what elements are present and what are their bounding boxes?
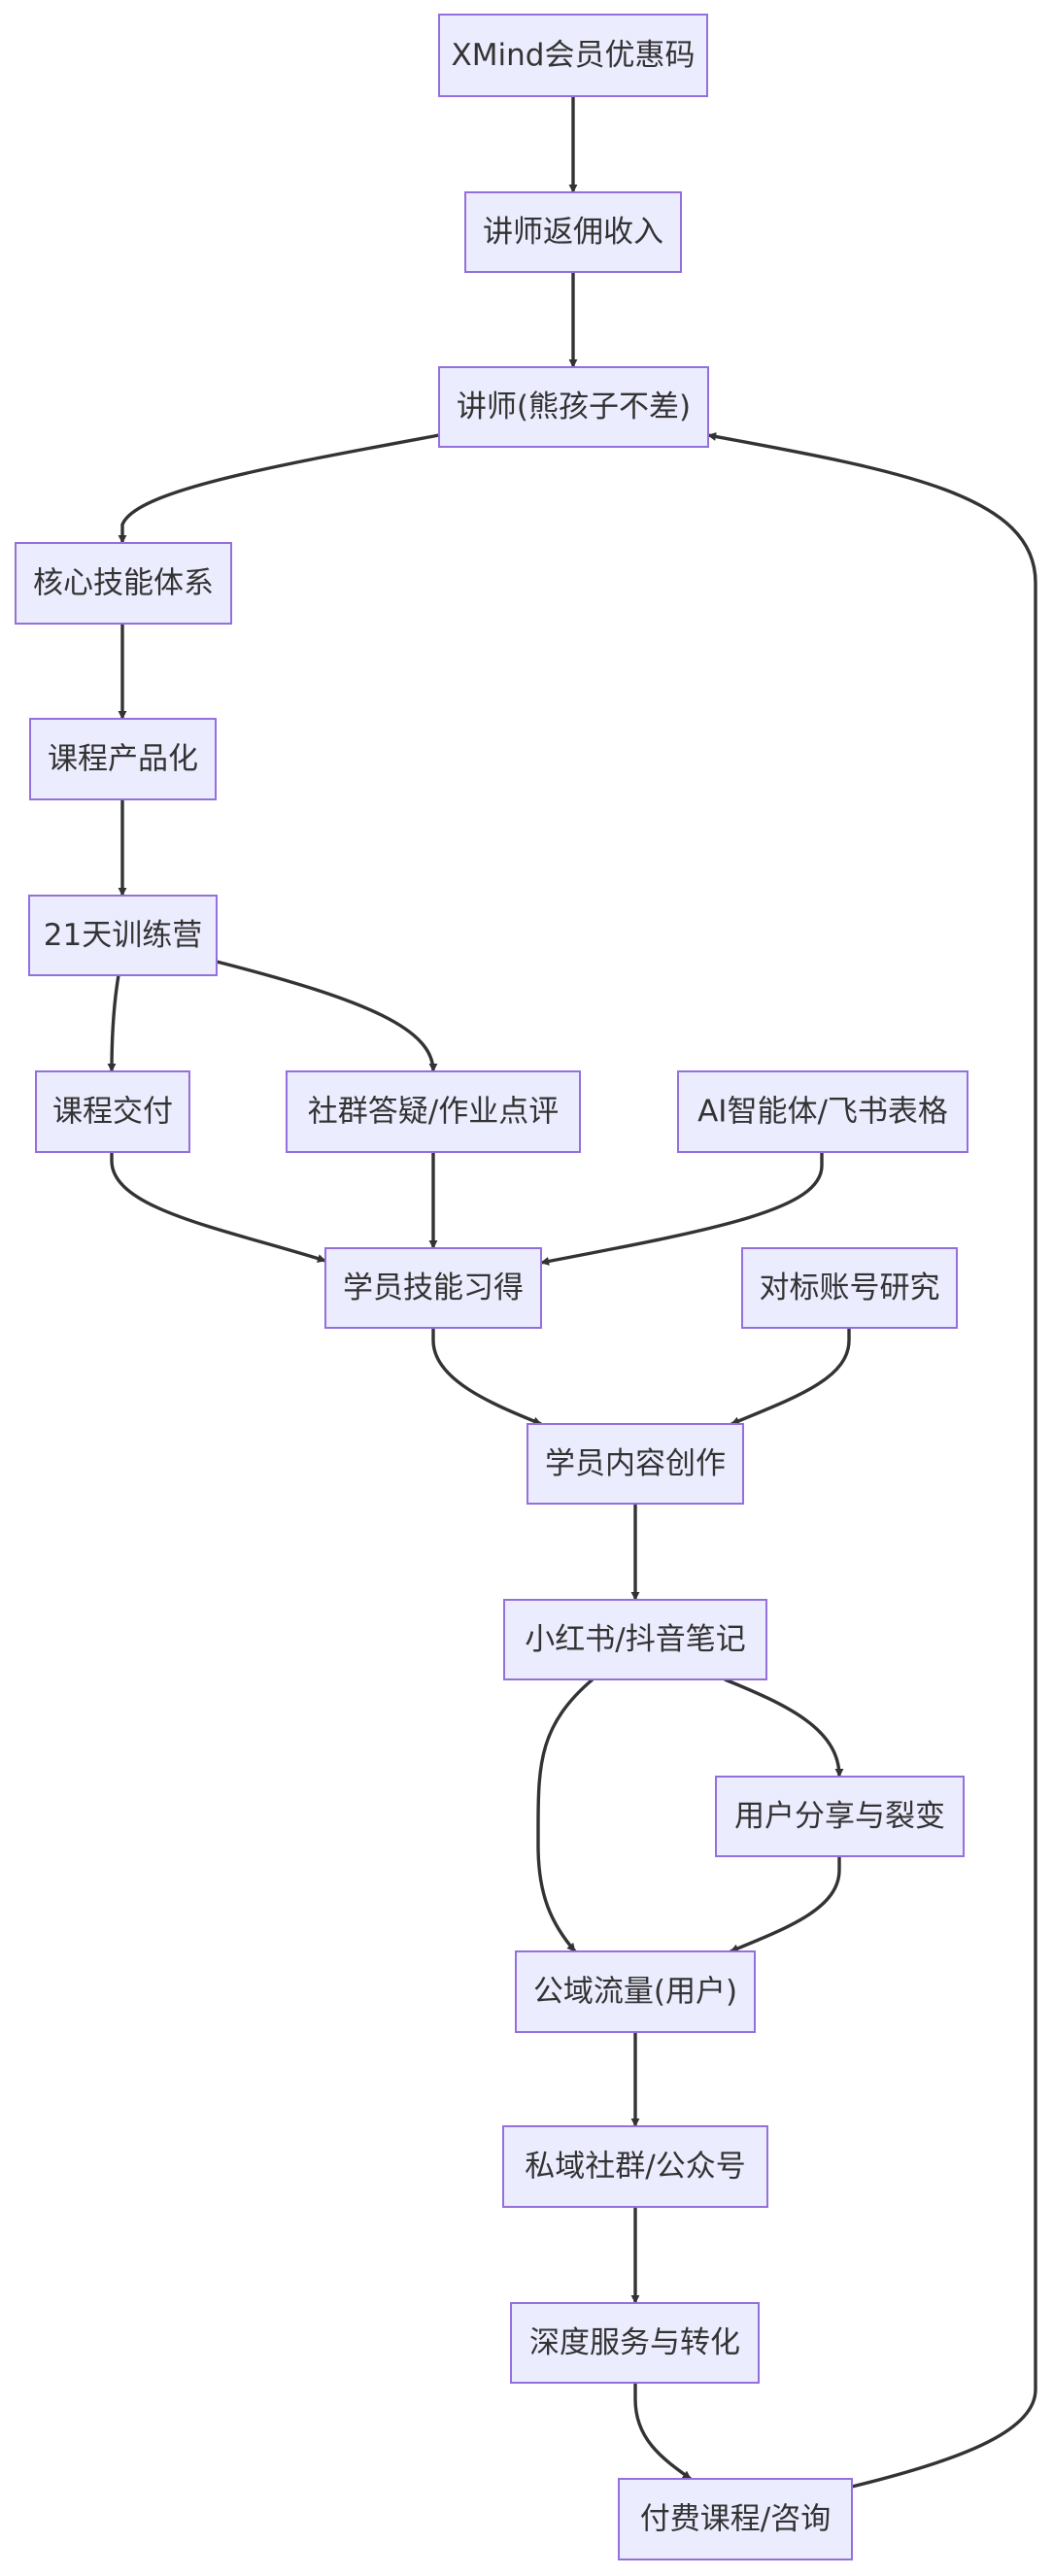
edge-camp-to-community	[216, 960, 438, 1072]
edge-benchmark-to-create	[730, 1328, 851, 1426]
node-label: 核心技能体系	[33, 566, 214, 601]
node-box	[677, 1070, 968, 1153]
node-label: 付费课程/咨询	[640, 2502, 831, 2537]
node-share: 用户分享与裂变	[715, 1776, 965, 1857]
node-acquire: 学员技能习得	[324, 1247, 542, 1329]
node-delivery: 课程交付	[35, 1070, 190, 1153]
node-camp: 21天训练营	[28, 895, 218, 976]
edge-camp-to-delivery	[107, 974, 120, 1072]
node-label: 学员内容创作	[545, 1446, 726, 1481]
edge-lecturer-to-skills	[118, 433, 440, 544]
node-label: 学员技能习得	[343, 1271, 524, 1305]
node-label: 课程交付	[52, 1095, 173, 1130]
node-private: 私域社群/公众号	[502, 2125, 768, 2208]
node-box	[35, 1070, 190, 1153]
node-paid: 付费课程/咨询	[618, 2478, 853, 2560]
node-box	[715, 1776, 965, 1857]
edge-service-to-paid	[633, 2383, 692, 2481]
node-box	[286, 1070, 581, 1153]
node-ai: AI智能体/飞书表格	[677, 1070, 968, 1153]
edge-acquire-to-create	[431, 1328, 542, 1426]
edge-ai-to-acquire	[540, 1152, 824, 1266]
node-box	[503, 1599, 767, 1680]
node-public: 公域流量(用户)	[515, 1950, 756, 2033]
edge-notes-to-public	[536, 1678, 594, 1953]
node-label: AI智能体/飞书表格	[697, 1095, 948, 1130]
node-box	[741, 1247, 958, 1329]
edge-layer	[107, 96, 1037, 2489]
node-label: 课程产品化	[48, 742, 198, 777]
node-label: 讲师返佣收入	[483, 215, 663, 250]
edge-share-to-public	[730, 1856, 841, 1953]
node-label: 对标账号研究	[760, 1271, 940, 1305]
node-label: 私域社群/公众号	[525, 2150, 745, 2185]
node-box	[510, 2302, 760, 2384]
node-label: XMind会员优惠码	[452, 38, 696, 73]
node-box	[324, 1247, 542, 1329]
edge-delivery-to-acquire	[110, 1152, 326, 1263]
node-productize: 课程产品化	[29, 718, 217, 800]
node-box	[28, 895, 218, 976]
node-label: 公域流量(用户)	[533, 1975, 737, 2010]
node-box	[438, 366, 709, 448]
node-skills: 核心技能体系	[15, 542, 232, 625]
node-label: 深度服务与转化	[529, 2325, 740, 2360]
node-label: 讲师(熊孩子不差)	[457, 390, 691, 424]
node-label: 小红书/抖音笔记	[525, 1622, 745, 1657]
node-xmind: XMind会员优惠码	[438, 14, 708, 97]
node-create: 学员内容创作	[526, 1423, 744, 1505]
node-notes: 小红书/抖音笔记	[503, 1599, 767, 1680]
node-box	[515, 1950, 756, 2033]
edge-paid-to-lecturer	[707, 432, 1037, 2489]
node-rebate: 讲师返佣收入	[464, 191, 682, 273]
node-label: 用户分享与裂变	[734, 1799, 945, 1834]
node-label: 社群答疑/作业点评	[308, 1095, 559, 1130]
node-box	[15, 542, 232, 625]
node-box	[526, 1423, 744, 1505]
node-service: 深度服务与转化	[510, 2302, 760, 2384]
node-box	[29, 718, 217, 800]
node-lecturer: 讲师(熊孩子不差)	[438, 366, 709, 448]
node-box	[438, 14, 708, 97]
node-benchmark: 对标账号研究	[741, 1247, 958, 1329]
node-label: 21天训练营	[44, 918, 202, 953]
node-community: 社群答疑/作业点评	[286, 1070, 581, 1153]
node-box	[502, 2125, 768, 2208]
node-box	[464, 191, 682, 273]
node-box	[618, 2478, 853, 2560]
edge-notes-to-share	[724, 1678, 844, 1778]
